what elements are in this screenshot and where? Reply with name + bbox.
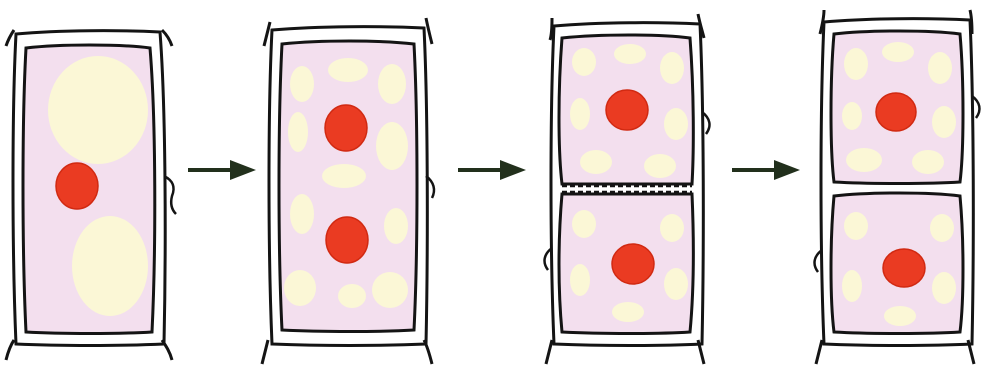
stage-3-vacuole — [644, 154, 676, 178]
stage-4-vacuole — [842, 102, 862, 130]
stage-3-nucleus-upper — [606, 90, 648, 130]
stage-3-vacuole — [580, 150, 612, 174]
stage-3-vacuole — [660, 52, 684, 84]
stage-3-nucleus-lower — [612, 244, 654, 284]
stage-2-cell — [262, 18, 434, 364]
stage-1-wall-top-left — [6, 30, 14, 46]
stage-1-wall-top-right — [162, 30, 172, 46]
stage-2-vacuole — [284, 270, 316, 306]
stage-4-vacuole — [928, 52, 952, 84]
stage-4-vacuole — [882, 42, 914, 62]
stage-4-vacuole — [844, 212, 868, 240]
stage-4-wall-bottom-left — [816, 340, 822, 364]
stage-2-vacuole — [384, 208, 408, 244]
stage-3-vacuole — [614, 44, 646, 64]
stage-2-vacuole — [322, 164, 366, 188]
stage-3-vacuole — [570, 264, 590, 296]
stage-2-vacuole — [288, 112, 308, 152]
stage-2-vacuole — [372, 272, 408, 308]
stage-3-vacuole — [572, 48, 596, 76]
stage-2-vacuole — [338, 284, 366, 308]
stage-4-vacuole — [932, 106, 956, 138]
stage-3-vacuole — [572, 210, 596, 238]
stage-4-vacuole — [844, 48, 868, 80]
stage-1-vacuole-lower — [72, 216, 148, 316]
stage-2-vacuole — [378, 64, 406, 104]
stage-3-vacuole — [660, 214, 684, 242]
stage-4-vacuole — [846, 148, 882, 172]
stage-3-vacuole — [664, 268, 688, 300]
arrow-3 — [732, 160, 800, 180]
stage-2-vacuole — [290, 194, 314, 234]
stage-4-vacuole — [884, 306, 916, 326]
stage-2-wall-top-right — [426, 18, 432, 44]
stage-4-vacuole — [930, 214, 954, 242]
stage-1-vacuole-upper — [48, 56, 148, 164]
stage-4-vacuole — [842, 270, 862, 302]
stage-3-vacuole — [612, 302, 644, 322]
stage-2-wall-bottom-left — [262, 340, 268, 364]
stage-3-wall-bottom-left — [546, 340, 552, 364]
stage-2-vacuole — [328, 58, 368, 82]
stage-2-nucleus-lower — [326, 217, 368, 263]
stage-4-cell — [815, 10, 980, 364]
stage-2-wall-top-left — [264, 22, 270, 46]
stage-3-vacuole — [664, 108, 688, 140]
stage-4-nucleus-lower — [883, 249, 925, 287]
stage-4-vacuole — [912, 150, 944, 174]
stage-4-nucleus-upper — [876, 93, 916, 131]
stage-1-nucleus — [56, 163, 98, 209]
stage-4-vacuole — [932, 272, 956, 304]
stage-1-cell — [6, 30, 176, 360]
arrow-2 — [458, 160, 526, 180]
stage-1-wall-bottom-left — [6, 340, 14, 360]
stage-2-nucleus-upper — [325, 105, 367, 151]
arrow-1 — [188, 160, 256, 180]
stage-2-vacuole — [290, 66, 314, 102]
stage-3-vacuole — [570, 98, 590, 130]
stage-3-cell — [545, 14, 710, 364]
stage-3-wall-top-left — [550, 18, 552, 40]
stage-2-vacuole — [376, 122, 408, 170]
